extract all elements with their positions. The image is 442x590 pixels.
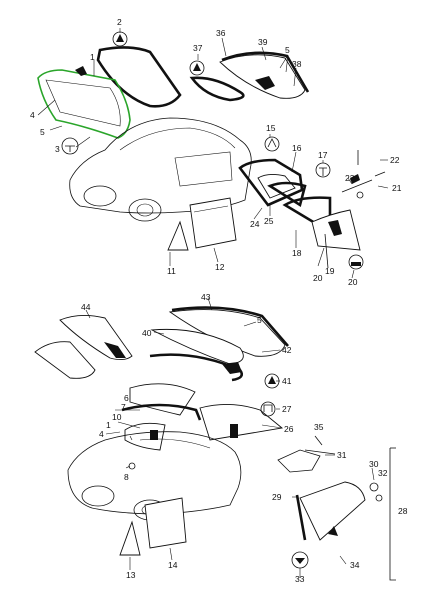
label-23: 23 — [345, 173, 355, 183]
label-36: 36 — [216, 28, 226, 38]
leader-lines-bottom — [85, 297, 375, 578]
bottom-symbol-icons — [260, 373, 309, 569]
label-4: 4 — [30, 110, 35, 120]
symbol-icons — [61, 31, 364, 270]
quarter-glass-parts — [167, 197, 237, 251]
label-29: 29 — [272, 492, 282, 502]
label-11: 11 — [167, 266, 176, 276]
label-14: 14 — [168, 560, 178, 570]
label-5a: 5 — [40, 127, 45, 137]
windshield-seal-part — [96, 46, 182, 108]
label-3: 3 — [55, 144, 60, 154]
label-5: 5 — [257, 315, 262, 325]
label-39: 39 — [258, 37, 268, 47]
label-21: 21 — [392, 183, 402, 193]
label-42: 42 — [282, 345, 292, 355]
label-24: 24 — [250, 219, 260, 229]
label-15: 15 — [266, 123, 276, 133]
label-12: 12 — [215, 262, 225, 272]
label-40: 40 — [142, 328, 152, 338]
label-1: 1 — [90, 52, 95, 62]
label-13: 13 — [126, 570, 136, 580]
window-hardware-parts — [341, 150, 386, 199]
label-18: 18 — [292, 248, 302, 258]
part-number-labels-bottom: 44 43 40 5 42 41 27 26 7 6 10 1 4 8 35 3… — [81, 292, 408, 584]
label-44: 44 — [81, 302, 91, 312]
label-43: 43 — [201, 292, 211, 302]
label-7: 7 — [121, 402, 126, 412]
label-22: 22 — [390, 155, 400, 165]
label-20a: 20 — [313, 273, 323, 283]
cabriolet-quarter-parts — [119, 497, 187, 556]
label-28: 28 — [398, 506, 408, 516]
side-window-parts — [238, 158, 361, 269]
label-2: 2 — [117, 17, 122, 27]
label-35: 35 — [314, 422, 324, 432]
label-26: 26 — [284, 424, 294, 434]
rear-window-part — [189, 51, 310, 102]
part-number-labels: 2 1 4 5 3 36 37 39 5 38 15 16 17 22 23 2… — [30, 17, 402, 287]
label-5b: 5 — [285, 45, 290, 55]
label-25: 25 — [264, 216, 274, 226]
label-6: 6 — [124, 393, 129, 403]
label-10: 10 — [112, 412, 122, 422]
label-4-bottom: 4 — [99, 429, 104, 439]
label-8: 8 — [124, 472, 129, 482]
label-19: 19 — [325, 266, 335, 276]
leader-lines — [37, 28, 389, 279]
convertible-rear-window-parts — [149, 306, 289, 382]
label-31: 31 — [337, 450, 347, 460]
label-20b: 20 — [348, 277, 358, 287]
label-37: 37 — [193, 43, 203, 53]
label-27: 27 — [282, 404, 292, 414]
label-17: 17 — [318, 150, 328, 160]
convertible-windshield-parts — [121, 383, 202, 451]
label-34: 34 — [350, 560, 360, 570]
vent-window-assembly — [277, 435, 396, 581]
hardtop-part — [34, 315, 133, 379]
label-41: 41 — [282, 376, 292, 386]
label-38: 38 — [292, 59, 302, 69]
label-30: 30 — [369, 459, 379, 469]
label-33: 33 — [295, 574, 305, 584]
coupe-car-outline — [69, 117, 252, 222]
label-32: 32 — [378, 468, 388, 478]
label-1-bottom: 1 — [106, 420, 111, 430]
cabriolet-door-glass-part — [199, 404, 284, 441]
label-16: 16 — [292, 143, 302, 153]
